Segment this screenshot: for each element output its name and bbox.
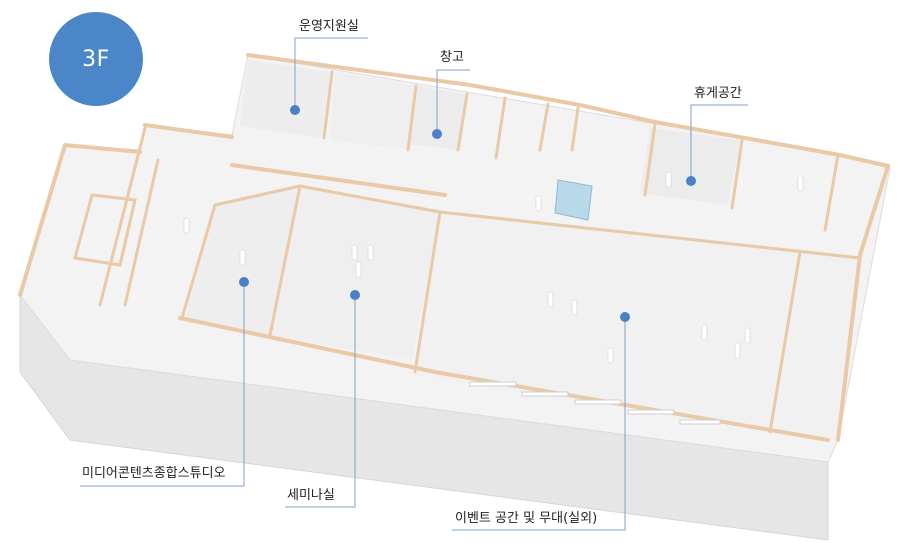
leader-line-lounge <box>690 104 748 181</box>
room-label-event: 이벤트 공간 및 무대(실외) <box>455 511 598 526</box>
wall-studio-west <box>180 203 217 320</box>
marker-dot-seminar <box>350 290 360 300</box>
window-strip <box>627 409 675 415</box>
room-label-lounge: 휴게공간 <box>694 86 742 101</box>
person-figure <box>734 342 741 359</box>
outer-wall-east <box>836 164 890 442</box>
wall-studio-north <box>213 184 302 207</box>
wall-storage-east <box>456 92 469 152</box>
outer-wall-left <box>18 143 142 297</box>
outer-wall-north <box>246 53 890 168</box>
person-figure <box>665 171 672 188</box>
window-strip <box>521 391 569 397</box>
wall-studio-seminar <box>268 184 302 337</box>
room-floor-operations <box>240 60 330 138</box>
floor-label: 3F <box>82 46 110 72</box>
wall-east-corridor <box>768 250 802 434</box>
wall-operations-east <box>322 70 334 140</box>
person-figure <box>355 261 362 278</box>
wall-event-north <box>438 210 862 260</box>
glass-elevator <box>554 179 593 221</box>
window-strip <box>574 399 622 405</box>
marker-dot-studio <box>239 277 249 287</box>
marker-dot-lounge <box>686 176 696 186</box>
wall-seminar-event <box>413 210 442 374</box>
person-figure <box>797 175 804 192</box>
person-figure <box>351 244 358 261</box>
marker-dot-storage <box>432 129 442 139</box>
wall-seminar-north <box>298 184 442 214</box>
marker-dot-operations <box>290 105 300 115</box>
person-figure <box>367 244 374 261</box>
room-floor-event <box>415 210 860 440</box>
window-strip <box>679 419 721 425</box>
person-figure <box>701 324 708 341</box>
wall-room-c <box>570 106 580 152</box>
person-figure <box>607 347 614 364</box>
window-strip <box>469 381 517 387</box>
room-floor-lounge <box>640 128 740 205</box>
leader-line-operations <box>294 37 368 110</box>
person-figure <box>744 327 751 344</box>
room-label-studio: 미디어콘텐츠종합스튜디오 <box>82 466 226 481</box>
floor-badge: 3F <box>49 12 143 106</box>
leader-line-storage <box>436 69 470 134</box>
outer-wall-office-bottom <box>230 163 447 197</box>
outer-wall-north-left <box>143 123 234 139</box>
wall-office-east <box>406 84 418 152</box>
wall-void-box <box>73 193 137 267</box>
person-figure <box>183 217 190 234</box>
person-figure <box>239 249 246 266</box>
marker-dot-event <box>620 312 630 322</box>
leader-line-seminar <box>285 295 356 508</box>
leader-line-event <box>452 317 626 531</box>
leader-line-studio <box>80 282 245 487</box>
wall-room-a <box>494 96 507 160</box>
room-floor-office-row <box>330 72 415 150</box>
wall-corridor-left-b <box>123 158 160 307</box>
person-figure <box>571 299 578 316</box>
room-label-storage: 창고 <box>440 50 464 65</box>
person-figure <box>547 291 554 308</box>
room-floor-seminar <box>270 185 440 360</box>
wall-lounge-west <box>643 122 657 197</box>
room-label-seminar: 세미나실 <box>287 488 335 503</box>
outer-wall-front <box>178 316 830 442</box>
person-figure <box>535 195 542 212</box>
wall-lounge-east <box>730 138 744 210</box>
wall-room-b <box>538 102 550 152</box>
wall-corridor-left-a <box>98 126 147 307</box>
room-label-operations: 운영지원실 <box>299 19 359 34</box>
wall-east-room <box>823 153 840 232</box>
